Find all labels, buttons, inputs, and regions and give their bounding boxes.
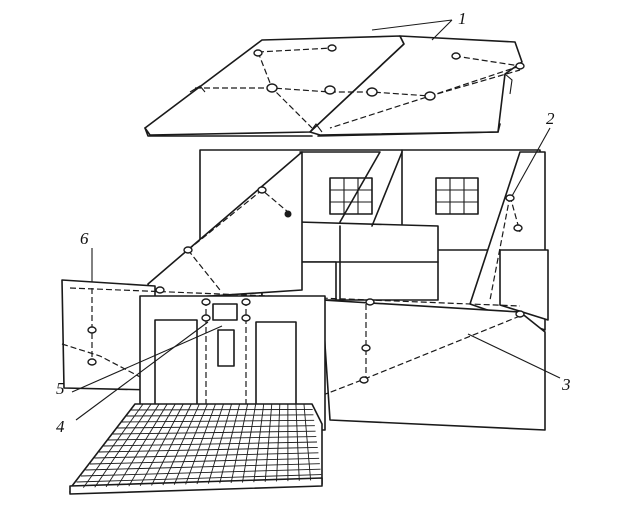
roof-loop — [515, 62, 525, 70]
callout-5-leader — [71, 325, 223, 393]
floor-grid-column — [196, 403, 224, 485]
facade-loop — [201, 314, 211, 322]
door-right — [255, 321, 297, 413]
floor-grid-column — [219, 403, 241, 484]
left-side-wall — [147, 151, 303, 301]
vent-opening — [212, 303, 238, 321]
floor-grid-column — [139, 403, 184, 487]
roof-slab-edge — [144, 123, 501, 137]
callout-4: 4 — [56, 417, 65, 436]
front-wall — [61, 279, 546, 431]
front-wall-loop — [87, 326, 97, 334]
roof-loop — [266, 83, 278, 93]
left-wall-anchor — [284, 210, 292, 218]
floor-grid-column — [207, 403, 232, 484]
front-wall-loop — [359, 376, 369, 384]
front-wall-vertical-line — [91, 288, 367, 382]
window-left-grid — [330, 178, 372, 214]
right-wall-loop — [505, 194, 515, 202]
floor-slab-edge — [69, 477, 323, 495]
front-wall-loop — [515, 310, 525, 318]
roof-loop — [253, 49, 263, 57]
floor-grid-column — [173, 403, 208, 485]
roof-loop — [327, 44, 337, 52]
door-left — [154, 319, 198, 413]
roof-slab-joint — [309, 123, 323, 133]
floor-grid-column — [94, 403, 152, 488]
facade-loop — [241, 298, 251, 306]
roof-loop — [324, 85, 336, 95]
floor-grid-column — [151, 403, 192, 486]
callout-2: 2 — [546, 109, 555, 128]
floor-grid-column — [105, 403, 160, 488]
callout-5: 5 — [56, 379, 65, 398]
floor-grid-column — [162, 403, 200, 486]
callout-6: 6 — [80, 229, 89, 248]
front-wall-loop — [87, 358, 97, 366]
floor-grid-column — [276, 403, 281, 482]
floor-grid-column — [303, 403, 312, 481]
floor-grid-column — [264, 403, 273, 482]
front-wall-loop — [361, 344, 371, 352]
roof-loop — [366, 87, 378, 97]
callout-4-leader — [75, 321, 209, 421]
roof-loop — [451, 52, 461, 60]
floor-grid-column — [185, 403, 216, 485]
roof-lift-line-top — [257, 47, 521, 67]
floor-grid-column — [253, 403, 265, 483]
callout-3-leader — [467, 333, 561, 379]
right-annex-panel — [499, 249, 549, 321]
floor-grid-column — [117, 403, 168, 487]
roof-slab-notch — [189, 73, 513, 95]
callout-2-leader — [511, 127, 551, 197]
roof-slabs — [144, 35, 525, 137]
window-slot — [217, 329, 235, 367]
floor-grid-column — [230, 403, 249, 484]
right-wall-loop — [513, 224, 523, 232]
floor-grid-column — [295, 403, 300, 481]
partition-wall-top — [299, 151, 403, 227]
floor-grid-column — [242, 403, 257, 483]
window-right — [435, 177, 479, 215]
floor-grid-lines — [76, 403, 322, 488]
callout-3: 3 — [561, 375, 571, 394]
front-wall-lift-line — [61, 315, 521, 401]
callouts: 1 2 3 4 5 6 — [56, 9, 571, 436]
front-wall-loop — [365, 298, 375, 306]
window-left — [329, 177, 373, 215]
left-wall-loop — [183, 246, 193, 254]
facade-loop — [241, 314, 251, 322]
facade-loop — [155, 286, 165, 294]
callout-1-leader — [371, 19, 453, 41]
facade-loop — [201, 298, 211, 306]
floor-grid-column — [82, 403, 144, 488]
roof-loop — [424, 91, 436, 101]
floor-slab — [69, 403, 323, 495]
front-wall-right-panel — [321, 299, 546, 431]
callout-1: 1 — [458, 9, 467, 28]
left-wall-loop — [257, 186, 267, 194]
roof-lift-line-middle — [195, 69, 521, 97]
window-right-grid — [436, 178, 478, 214]
floor-grid-column — [128, 403, 176, 487]
front-facade — [139, 286, 326, 431]
